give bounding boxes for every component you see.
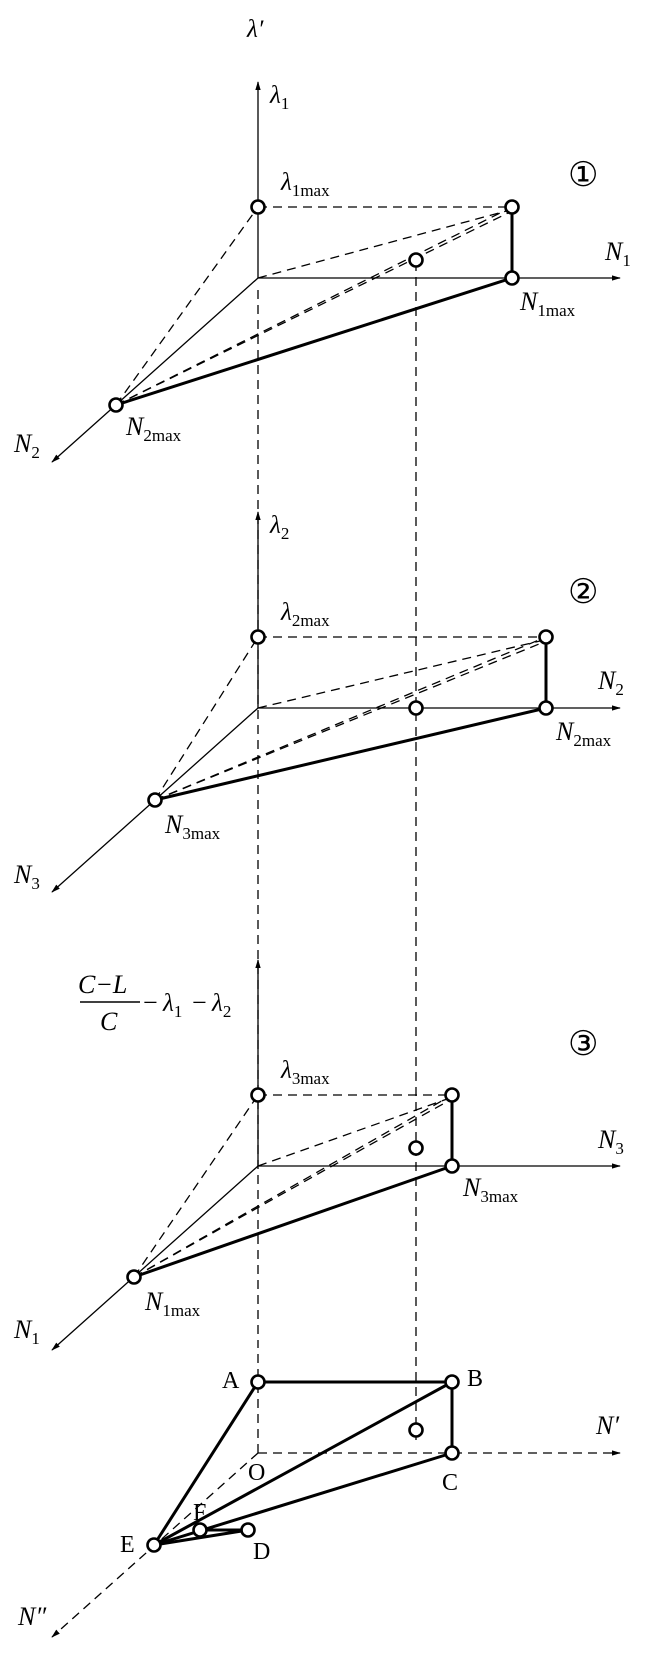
guide-n2-lambda <box>115 206 259 406</box>
axis-label-lambda1: λ1 <box>269 82 289 113</box>
panel-3: C−L C − λ1 − λ2 λ3max ③ N3 N3max N1max N… <box>13 959 624 1351</box>
edge-n3max-n2max <box>154 706 547 802</box>
point-lambda2max <box>250 629 266 645</box>
fraction-numerator: C−L <box>78 970 127 999</box>
label-lambda2max: λ2max <box>280 599 330 630</box>
guide-origin-apex <box>257 1097 451 1167</box>
axis-label-lambda2: λ2 <box>269 512 289 543</box>
axis-label-n1: N1 <box>13 1315 40 1348</box>
axis-label-lambda-prime: λ′ <box>246 16 264 43</box>
guide-n2-apex <box>115 206 513 406</box>
guide-n1-apex <box>133 1094 453 1278</box>
guide-n1-lambda <box>133 1094 259 1278</box>
point-n2max <box>538 700 554 716</box>
axis-label-slack: C−L C − λ1 − λ2 <box>78 970 231 1036</box>
point-n2max <box>108 397 124 413</box>
point-solution <box>408 1140 424 1156</box>
label-d: D <box>253 1539 270 1565</box>
point-lambda1max <box>250 199 266 215</box>
label-f: F <box>193 1500 206 1526</box>
point-d <box>240 1522 256 1538</box>
panel-2: λ2 λ2max ② N2 N2max N3max N3 <box>13 511 624 893</box>
lambda-2: λ2 <box>211 990 231 1021</box>
label-n2max: N2max <box>125 412 182 445</box>
axis-label-n1: N1 <box>604 237 631 270</box>
label-e: E <box>120 1532 135 1558</box>
lambda-1: λ1 <box>162 990 182 1021</box>
panel-1: λ′ λ1 λ1max ① N1 N1max N2max N2 <box>13 16 631 463</box>
point-apex <box>444 1087 460 1103</box>
label-lambda3max: λ3max <box>280 1057 330 1088</box>
guide-n2-apex-2 <box>115 211 511 406</box>
label-n3max: N3max <box>164 810 221 843</box>
point-c <box>444 1445 460 1461</box>
label-n2max: N2max <box>555 717 612 750</box>
label-n1max: N1max <box>519 287 576 320</box>
guide-n3-apex-2 <box>154 641 545 801</box>
label-o: O <box>248 1460 265 1486</box>
axis-label-n3: N3 <box>13 860 40 893</box>
edge-ae <box>152 1381 260 1546</box>
point-lambda3max <box>250 1087 266 1103</box>
panel-marker-2: ② <box>568 574 598 611</box>
point-solution <box>408 1422 424 1438</box>
label-n1max: N1max <box>144 1287 201 1320</box>
guide-n1-apex-2 <box>133 1099 451 1278</box>
point-n3max <box>444 1158 460 1174</box>
minus-2: − <box>192 988 207 1017</box>
point-b <box>444 1374 460 1390</box>
axis-label-n-double-prime: N″ <box>17 1602 47 1631</box>
panel-4: A B C D E F O N′ N″ <box>17 1340 621 1638</box>
axis-label-n2: N2 <box>13 429 40 462</box>
guide-n3-apex <box>154 636 547 801</box>
guide-origin-apex <box>257 209 511 279</box>
point-solution <box>408 700 424 716</box>
point-apex <box>538 629 554 645</box>
point-apex <box>504 199 520 215</box>
axis-n2 <box>51 277 259 463</box>
point-n1max <box>126 1269 142 1285</box>
guide-origin-apex <box>257 639 545 709</box>
fraction-denominator: C <box>100 1007 118 1036</box>
edge-n1max-n3max <box>133 1164 453 1279</box>
guide-n3-lambda <box>154 636 259 801</box>
point-solution <box>408 252 424 268</box>
axis-label-n-prime: N′ <box>595 1411 619 1440</box>
axis-label-n3: N3 <box>597 1125 624 1158</box>
panel-marker-1: ① <box>568 157 598 194</box>
edge-n2max-n1max <box>115 276 513 407</box>
label-c: C <box>442 1470 458 1496</box>
point-n3max <box>147 792 163 808</box>
axis-label-n2: N2 <box>597 666 624 699</box>
minus-1: − <box>143 988 158 1017</box>
axis-n1 <box>51 1165 259 1351</box>
label-lambda1max: λ1max <box>280 169 330 200</box>
point-n1max <box>504 270 520 286</box>
panel-marker-3: ③ <box>568 1026 598 1063</box>
point-a <box>250 1374 266 1390</box>
point-e <box>146 1537 162 1553</box>
point-f <box>192 1522 208 1538</box>
label-b: B <box>467 1366 483 1392</box>
label-n3max: N3max <box>462 1173 519 1206</box>
edge-eb <box>153 1380 453 1547</box>
label-a: A <box>222 1368 240 1394</box>
